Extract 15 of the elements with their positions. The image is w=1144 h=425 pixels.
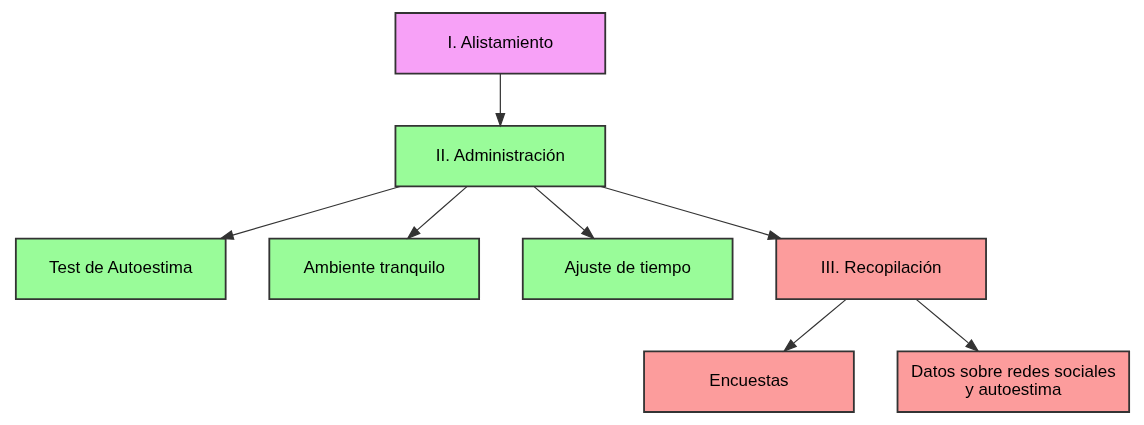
arrow	[915, 298, 979, 353]
node-box: Ajuste de tiempo	[521, 237, 733, 301]
arrow	[533, 186, 595, 240]
arrow	[782, 298, 847, 353]
node-box: Ambiente tranquilo	[267, 237, 480, 301]
node-box: III. Recopilación	[774, 237, 987, 301]
node-box: II. Administración	[394, 124, 606, 188]
node-box: Encuestas	[642, 350, 855, 413]
arrow	[218, 185, 401, 240]
arrow	[599, 185, 782, 240]
arrow	[494, 73, 505, 128]
node-box: I. Alistamiento	[394, 12, 606, 75]
node-box: Datos sobre redes sociales y autoestima	[896, 350, 1130, 413]
node-box: Test de Autoestima	[14, 237, 227, 301]
arrow	[405, 186, 467, 240]
